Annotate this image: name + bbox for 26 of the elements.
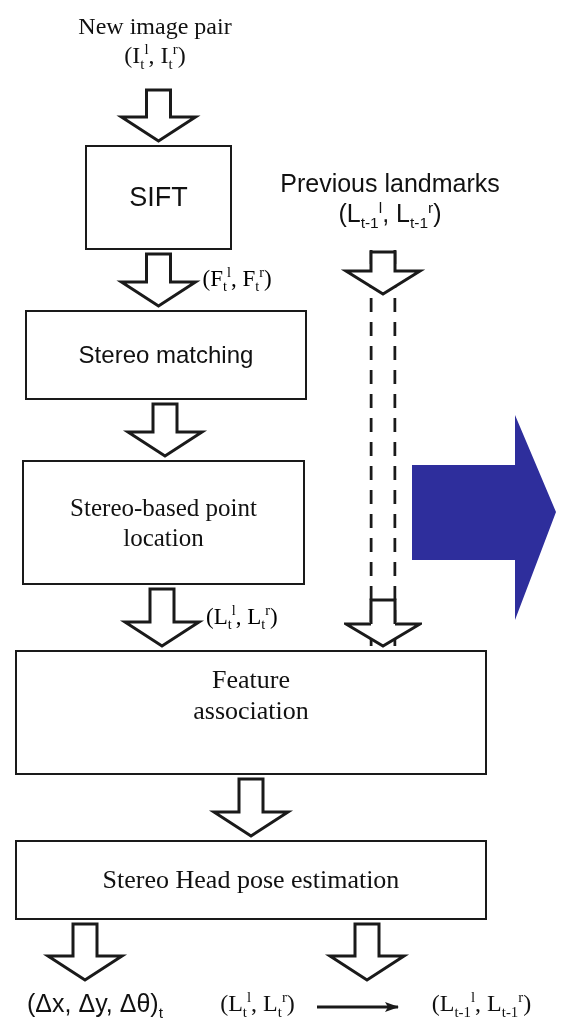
text-label: New image pair (78, 12, 232, 42)
text-label: (L$_{t-1}$$^{l}$, L$_{t-1}$$^{r}$) (431, 988, 532, 1022)
box-label: Stereo matching (78, 340, 254, 370)
hollow-arrow (116, 252, 201, 308)
process-box (25, 310, 307, 400)
box-label: SIFT (129, 181, 188, 214)
arrow (317, 1002, 399, 1012)
hollow-arrow (119, 587, 205, 648)
process-box (15, 650, 487, 775)
process-box (15, 840, 487, 920)
text-label: (L$_{t}$$^{l}$, L$_{t}$$^{r}$) (220, 988, 295, 1022)
process-box (22, 460, 305, 585)
hollow-arrow (324, 922, 410, 982)
formula-label: (I$_{t}$$^{l}$, I$_{t}$$^{r}$) (124, 41, 186, 74)
text-label: Previous landmarks (280, 167, 500, 198)
hollow-arrow (122, 402, 208, 458)
dashed-connector (344, 250, 422, 648)
box-label: Stereo-based point location (69, 492, 258, 553)
box-label: Feature association (192, 664, 310, 727)
hollow-arrow (42, 922, 128, 982)
hollow-arrow (208, 777, 294, 838)
formula-label: (L$_{t-1}$$^{l}$, L$_{t-1}$$^{r}$) (338, 197, 442, 233)
hollow-arrow (116, 88, 201, 143)
text-label: (Δx, Δy, Δθ)$_{t}$ (27, 987, 163, 1023)
process-box (85, 145, 232, 250)
box-label: Stereo Head pose estimation (102, 864, 400, 896)
